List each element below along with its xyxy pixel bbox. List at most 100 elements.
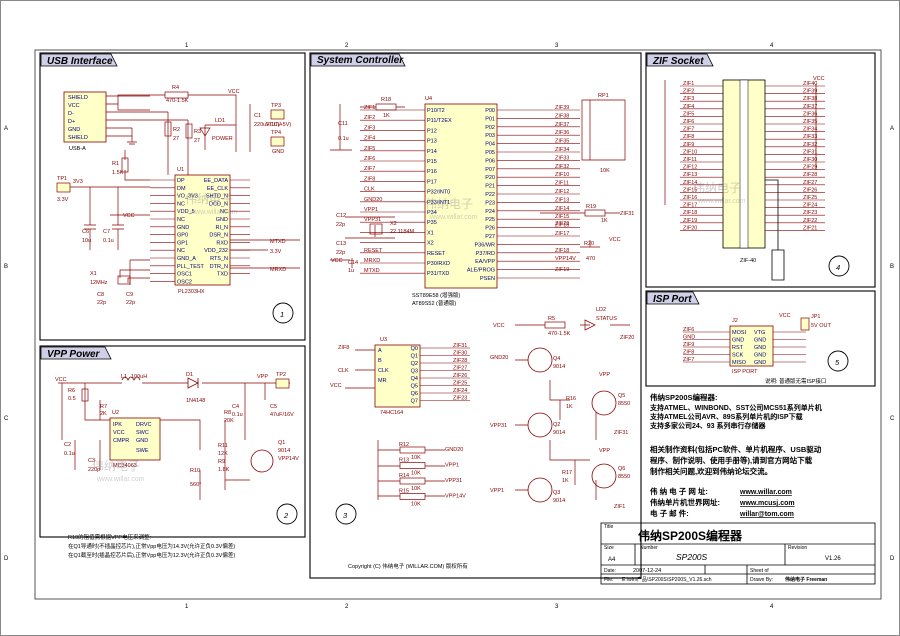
q6-transistor-icon [591, 463, 617, 489]
l1-value: 100uH [131, 374, 147, 380]
isp-left-pin: GND [732, 338, 744, 344]
r19-value: 1K [601, 218, 608, 224]
q5-value: 8550 [618, 401, 630, 407]
zif-left-pin: ZIF20 [683, 225, 697, 231]
r8-label: R8 [224, 410, 231, 416]
usb-connector [63, 91, 107, 143]
u1-right-pin: RI_N [215, 225, 228, 231]
power-label: POWER [212, 136, 233, 142]
u3-right-net: ZIF28 [453, 358, 467, 364]
zif-left-pin: ZIF16 [683, 195, 697, 201]
q1-value: 9014 [278, 448, 290, 454]
zif-left-pin: ZIF19 [683, 218, 697, 224]
zif-left-pin: ZIF4 [683, 104, 694, 110]
usb-connector-name: USB-A [69, 146, 86, 152]
svg-text:伟纳电子: 伟纳电子 [425, 197, 473, 211]
file-value: E:\win\产品\SP200S\SP200S_V1.26.sch [622, 576, 712, 583]
u2-pin: CMPR [113, 438, 129, 444]
u1-right-pin: NC [220, 209, 228, 215]
r5-label: R5 [548, 316, 555, 322]
tp1-label: TP1 [57, 176, 67, 182]
c5-value: 47uF/16V [270, 412, 294, 418]
r13-label: R13 [399, 458, 409, 464]
zif-panel-title: ZIF Socket [646, 53, 714, 67]
zif-left-pin: ZIF7 [683, 127, 694, 133]
r13-resistor-icon [399, 462, 426, 469]
info-line: 支持ATMEL公司AVR、89S系列单片机的ISP下载 [649, 412, 803, 421]
zif-left-pin: ZIF10 [683, 149, 697, 155]
x2-value: 22.1184M [390, 229, 414, 235]
isp-right-pin: VTG [754, 330, 765, 336]
status-led-icon [584, 319, 596, 331]
zif-left-pin: ZIF3 [683, 96, 694, 102]
vpp-note-3: 在Q1截至时(插晶控芯片后),正常Vpp电压为12.3V(允许正负0.3V偏差) [68, 551, 235, 559]
zif19-net: ZIF19 [555, 267, 569, 273]
zif-left-pin: ZIF12 [683, 165, 697, 171]
usb-vcc-label: VCC [228, 89, 240, 95]
date-label: Date: [604, 568, 616, 574]
v33-label: 3V3 [73, 179, 83, 185]
u1-right-pin: RTS_N [210, 256, 228, 262]
v33-net: 3.3V [270, 249, 282, 255]
u4-right-pin: P37/RD [476, 251, 495, 257]
zif-right-pin: ZIF35 [803, 119, 817, 125]
r14-net: VPP31 [445, 478, 462, 484]
info-block: 伟纳SP200S编程器: 支持ATMEL、WINBOND、SST公司MCS51系… [649, 392, 822, 518]
isp-left-net: ZIF6 [683, 327, 694, 333]
svg-text:System Controller: System Controller [317, 55, 404, 66]
c2-label: C2 [64, 442, 71, 448]
u1-vcc-label: VCC [123, 213, 135, 219]
drawn-value: 伟纳电子 Freeman [785, 576, 827, 583]
r16-label: R16 [566, 396, 576, 402]
u3-right-pin: Q5 [411, 384, 418, 390]
u4-right-pin: P36/WR [475, 242, 496, 248]
system-section: U4 SST89E58 (增强版) AT89S52 (普通版) P10/T2P1… [330, 93, 634, 570]
q3-label: Q3 [553, 490, 560, 496]
svg-text:VPP Power: VPP Power [47, 349, 101, 360]
r5-value: 470-1.5K [548, 331, 571, 337]
isp-left-pin: SCK [732, 353, 744, 359]
zif-left-pin: ZIF9 [683, 142, 694, 148]
u1-left-pin: VO_3V3 [177, 194, 198, 200]
svg-text:www.willar.com: www.willar.com [429, 214, 478, 221]
u3-right-pin: Q3 [411, 369, 418, 375]
u4-right-net: ZIF10 [555, 172, 569, 178]
mc34063-chip [109, 417, 161, 461]
status-label: STATUS [596, 316, 617, 322]
web-label: 伟纳单片机世界网址: [650, 497, 720, 507]
u4-right-pin: P04 [485, 142, 495, 148]
r17-value: 1K [562, 478, 569, 484]
u4-right-net: ZIF39 [555, 105, 569, 111]
svg-text:www.willar.com: www.willar.com [189, 209, 238, 216]
c3-label: C3 [88, 458, 95, 464]
u4-right-pin: EA/VPP [475, 259, 495, 265]
u4-right-net: ZIF12 [555, 189, 569, 195]
r11-label: R11 [218, 443, 228, 449]
r10-label: R10 [190, 468, 200, 474]
u4-right-net: ZIF37 [555, 122, 569, 128]
info-paragraph-line: 制作相关问题,欢迎到伟纳论坛交流。 [650, 466, 772, 476]
zif-left-pin: ZIF17 [683, 203, 697, 209]
isp-left-net: GND [683, 335, 695, 341]
zif-right-pin: ZIF30 [803, 157, 817, 163]
zif-right-pin: ZIF29 [803, 165, 817, 171]
u4-left-pin: P15 [427, 159, 437, 165]
u4-right-net: ZIF15 [555, 214, 569, 220]
isp-part: ISP PORT [732, 369, 758, 375]
mcu-chip [424, 103, 498, 289]
r9-value: 1.8K [218, 467, 230, 473]
column-marker: 4 [770, 43, 774, 49]
jp1-value: 5V OUT [811, 323, 832, 329]
u4-label: U4 [425, 96, 432, 102]
title-label: Title [604, 524, 613, 530]
watermark: 伟纳电子 www.willar.com 伟纳电子 www.willar.com … [92, 181, 746, 483]
zif31-net: ZIF31 [620, 211, 634, 217]
vpp-section: L1 100uH R6 0.5 VCC D1 1N4148 U2 MC34063… [55, 372, 299, 559]
isp-left-net: ZIF8 [683, 350, 694, 356]
u3-right-pin: Q1 [411, 354, 418, 360]
c2-value: 0.1u [64, 451, 75, 457]
u1-left-pin: GP0 [177, 233, 188, 239]
zif-left-pin: ZIF1 [683, 81, 694, 87]
